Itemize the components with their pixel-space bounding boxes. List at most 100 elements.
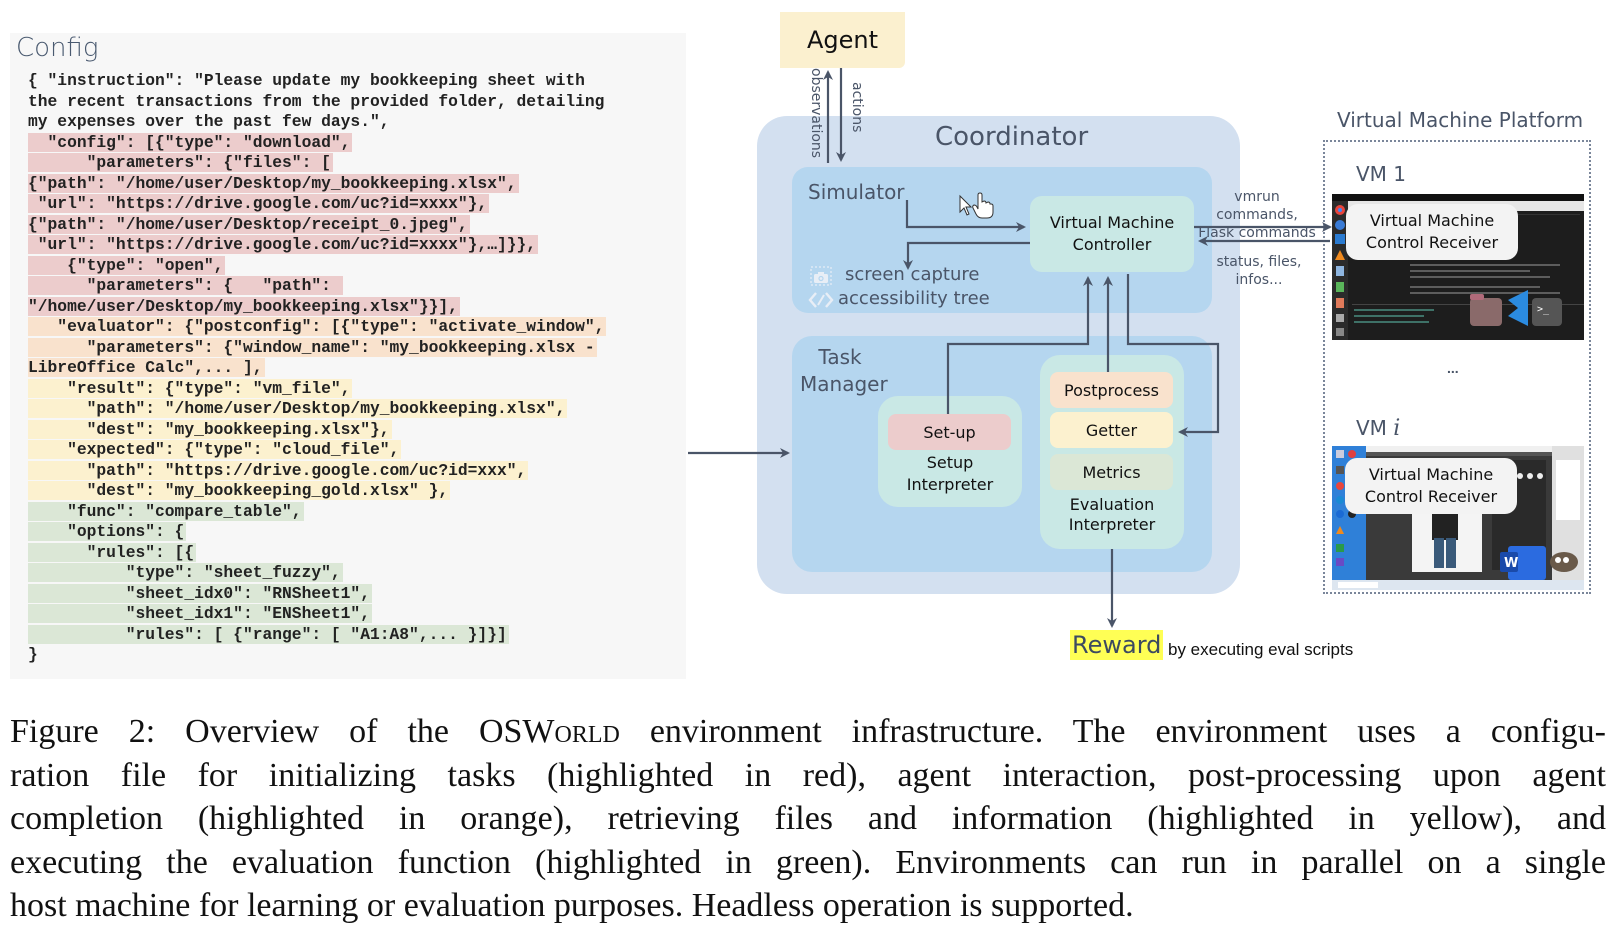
config-code-line: "/home/user/Desktop/my_bookkeeping.xlsx"… [28,296,678,318]
screen-capture-label: screen capture [845,264,980,285]
config-code-line: "sheet_idx0": "RNSheet1", [28,583,678,605]
config-code-line: } [28,645,678,666]
config-code-line: "expected": {"type": "cloud_file", [28,440,678,461]
config-code-text: the recent transactions from the provide… [28,91,605,111]
config-code-line: "parameters": { "path": [28,276,678,297]
vm1-control-receiver: Virtual Machine Control Receiver [1346,204,1518,260]
config-code-line: "dest": "my_bookkeeping_gold.xlsx" }, [28,481,678,502]
vmi-label-prefix: VM [1356,416,1387,440]
vm-ellipsis: ... [1447,360,1459,376]
vmi-control-receiver: Virtual Machine Control Receiver [1345,458,1517,514]
caption-line-2: ration file for initializing tasks (high… [10,756,1606,794]
evaluation-interpreter-line1: Evaluation [1069,495,1155,514]
config-code-text: "type": "sheet_fuzzy", [28,563,343,582]
config-code-text: "url": "https://drive.google.com/uc?id=x… [28,194,490,213]
config-code-text: "url": "https://drive.google.com/uc?id=x… [28,235,539,254]
config-code-text: "options": { [28,522,187,541]
svg-text:>_: >_ [1537,304,1550,315]
config-code-text: "dest": "my_bookkeeping_gold.xlsx" }, [28,481,451,500]
vmi-receiver-line1: Virtual Machine [1368,465,1494,484]
config-code-line: "url": "https://drive.google.com/uc?id=x… [28,194,678,215]
camera-icon [810,266,832,286]
vmi-receiver-line2: Control Receiver [1364,487,1498,506]
commands-label: vmrun commands, Flask commands [1192,188,1322,242]
config-code-line: "parameters": {"files": [ [28,153,678,174]
vm-controller-label-line1: Virtual Machine [1049,213,1175,232]
evaluation-interpreter-line2: Interpreter [1068,515,1156,534]
folder-icon [1470,298,1502,326]
config-code-line: "evaluator": {"postconfig": [{"type": "a… [28,317,678,338]
vm-controller-box: Virtual Machine Controller [1030,196,1194,272]
coordinator-label: Coordinator [935,122,1089,152]
cursor-icon [959,192,994,219]
architecture-diagram: Coordinator Agent Simulator Virtual Mach… [688,12,1591,660]
config-code-text: "config": [{"type": "download", [28,132,353,152]
caption-line-5: host machine for learning or evaluation … [10,887,1134,924]
vlc-icon [1335,250,1345,260]
config-code-line: "type": "sheet_fuzzy", [28,563,678,584]
calc-icon [1336,282,1344,292]
config-code-text: "rules": [{ [28,542,197,562]
config-code-line: my expenses over the past few days.", [28,112,678,133]
config-code-block: { "instruction": "Please update my bookk… [28,71,678,666]
reward-description: by executing eval scripts [1168,640,1354,659]
caption-line-1-smallcaps: orld [554,713,620,750]
figure-caption: Figure 2: Overview of the OSWorld enviro… [10,710,1606,928]
setup-interpreter-line1: Setup [926,453,974,472]
config-code-line: "config": [{"type": "download", [28,132,678,154]
config-code-text: "sheet_idx0": "RNSheet1", [28,583,372,603]
task-manager-label: Task Manager [800,344,888,398]
vm1-receiver-line2: Control Receiver [1365,233,1499,252]
config-code-line: "rules": [{ [28,542,678,564]
config-code-text: "rules": [ {"range": [ "A1:A8",... }]}] [28,624,509,644]
observations-label: observations [808,68,824,159]
config-code-text: {"path": "/home/user/Desktop/receipt_0.j… [28,214,470,234]
terminal-icon [1532,298,1562,326]
config-code-text: "path": "/home/user/Desktop/my_bookkeepi… [28,399,568,418]
config-code-text: {"type": "open", [28,255,226,275]
config-code-line: "func": "compare_table", [28,501,678,523]
config-code-text: "parameters": {"files": [ [28,153,333,172]
setup-interpreter-line2: Interpreter [906,475,994,494]
metrics-label: Metrics [1082,462,1141,482]
impress-icon [1336,298,1344,308]
config-code-text: my expenses over the past few days.", [28,112,390,131]
config-code-line: {"path": "/home/user/Desktop/my_bookkeep… [28,173,678,195]
config-code-line: "path": "https://drive.google.com/uc?id=… [28,460,678,482]
code-icon [808,292,834,308]
caption-line-3: completion (highlighted in orange), retr… [10,800,1606,837]
vmi-label-index: i [1393,416,1401,441]
setup-label: Set-up [923,422,976,442]
app-icon [1336,314,1344,322]
agent-label: Agent [806,26,879,54]
status-label: status, files, infos... [1216,254,1302,288]
setup-block: Set-up [888,414,1011,450]
config-code-line: the recent transactions from the provide… [28,92,678,113]
config-title: Config [16,33,99,63]
config-code-text: "evaluator": {"postconfig": [{"type": "a… [28,317,607,336]
vmi-label: VM i [1356,416,1400,441]
accessibility-tree-label: accessibility tree [838,288,990,309]
config-code-line: { "instruction": "Please update my bookk… [28,71,678,92]
caption-line-1-b: environment infrastructure. The environm… [619,713,1607,750]
config-code-text: "parameters": { "path": [28,276,343,295]
actions-label: actions [849,82,865,133]
vm-platform-label: Virtual Machine Platform [1337,108,1584,132]
config-code-line: "path": "/home/user/Desktop/my_bookkeepi… [28,399,678,420]
taskbar [1332,580,1584,590]
vm-platform-box [1323,140,1591,594]
postprocess-block: Postprocess [1050,372,1173,408]
config-code-line: {"path": "/home/user/Desktop/receipt_0.j… [28,214,678,236]
commands-label-line1: vmrun commands, [1216,189,1298,223]
config-code-line: LibreOffice Calc",... ], [28,358,678,379]
vm-controller-label-line2: Controller [1072,235,1152,254]
config-code-line: "result": {"type": "vm_file", [28,378,678,400]
simulator-label: Simulator [808,180,905,204]
postprocess-label: Postprocess [1064,380,1159,400]
config-code-text: "sheet_idx1": "ENSheet1", [28,604,372,623]
config-code-line: "rules": [ {"range": [ "A1:A8",... }]}] [28,624,678,646]
reward-label: Reward [1070,630,1164,660]
config-code-text: {"path": "/home/user/Desktop/my_bookkeep… [28,173,519,193]
config-code-text: } [28,645,38,664]
task-manager-label-line1: Task [818,345,862,369]
